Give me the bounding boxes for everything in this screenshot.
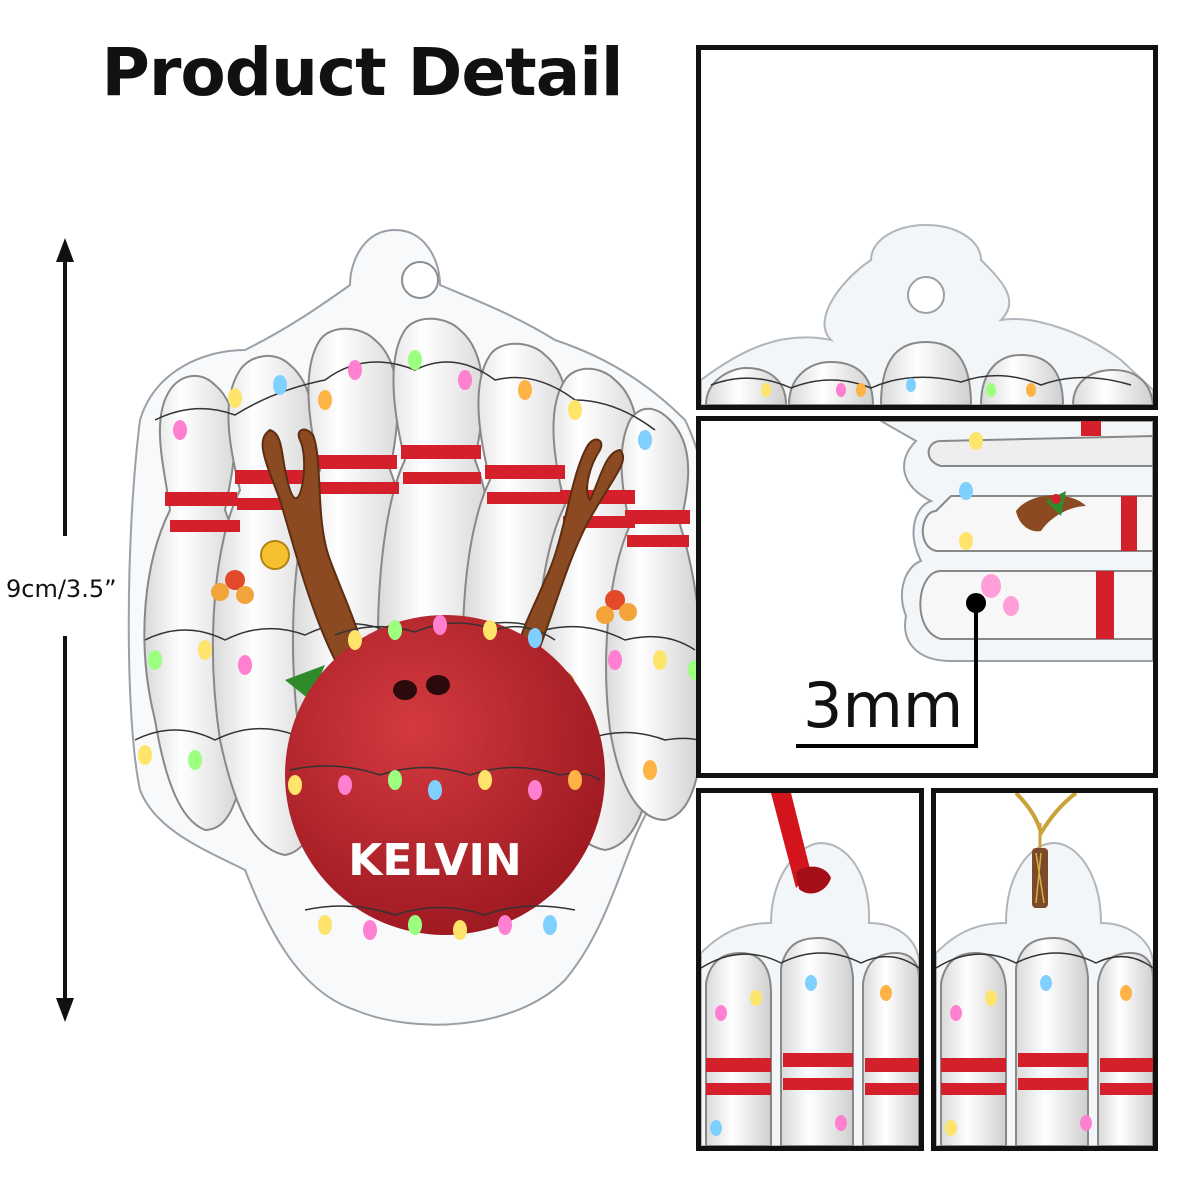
bowling-ball <box>285 615 605 935</box>
panel-thickness-detail: 3mm <box>696 416 1158 778</box>
thickness-label: 3mm <box>803 669 964 742</box>
antlers <box>261 428 625 661</box>
panel-ribbon-option <box>696 788 924 1151</box>
ornament-image: KELVIN <box>127 228 720 1026</box>
edge-closeup-icon <box>796 421 1153 748</box>
ornament-name: KELVIN <box>348 835 521 886</box>
dimension-label: 9cm/3.5” <box>6 575 117 603</box>
panel-gold-cord-option <box>931 788 1158 1151</box>
panel-hanging-hole-detail <box>696 45 1158 410</box>
dimension-arrow-icon <box>56 238 74 1022</box>
gold-string-icon <box>936 793 1153 1146</box>
page-title: Product Detail <box>101 34 623 111</box>
red-ribbon-icon <box>701 793 919 1146</box>
ornament-top-closeup-icon <box>701 223 1153 405</box>
